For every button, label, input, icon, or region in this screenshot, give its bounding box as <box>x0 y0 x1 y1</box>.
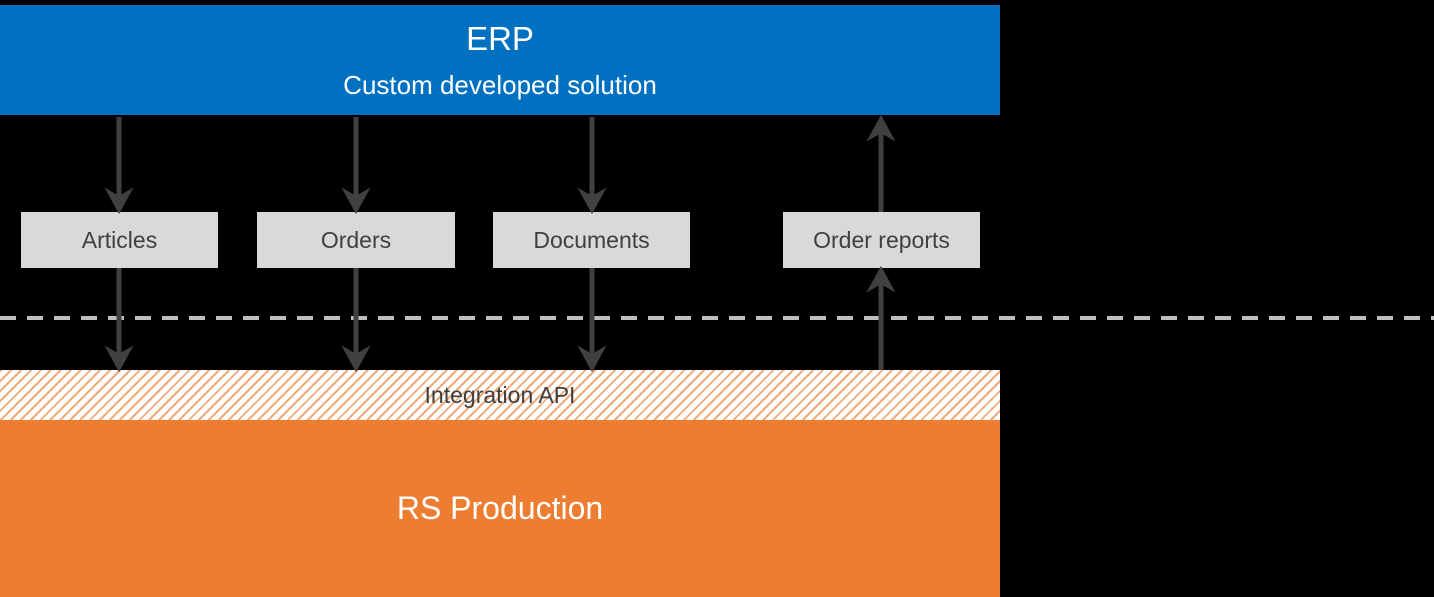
integration-api-label: Integration API <box>424 381 576 408</box>
integration-api-band: Integration API <box>0 370 1000 420</box>
flow-box-orders: Orders <box>257 212 455 268</box>
flow-box-order-reports-label: Order reports <box>813 226 950 253</box>
rs-production-label: RS Production <box>396 490 604 526</box>
arrow-down-erp-to-orders-icon <box>341 117 371 215</box>
erp-box: ERP Custom developed solution <box>0 5 1000 115</box>
erp-subtitle: Custom developed solution <box>343 69 657 100</box>
rs-production-box: RS Production <box>0 420 1000 597</box>
flow-box-documents-label: Documents <box>533 226 650 253</box>
flow-box-order-reports: Order reports <box>783 212 980 268</box>
system-boundary-dashed-line <box>0 316 1434 320</box>
arrow-down-erp-to-documents-icon <box>577 117 607 215</box>
arrow-up-order-reports-to-erp-icon <box>866 114 896 212</box>
erp-title: ERP <box>466 19 534 57</box>
flow-box-articles: Articles <box>21 212 218 268</box>
flow-box-articles-label: Articles <box>81 226 158 253</box>
flow-box-orders-label: Orders <box>320 226 392 253</box>
flow-box-documents: Documents <box>493 212 690 268</box>
arrow-down-erp-to-articles-icon <box>104 117 134 215</box>
